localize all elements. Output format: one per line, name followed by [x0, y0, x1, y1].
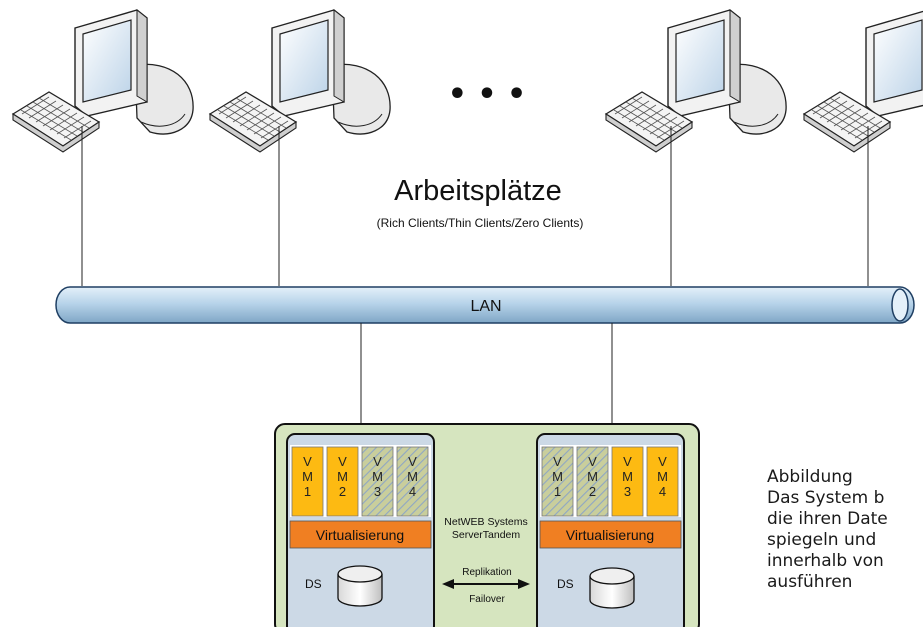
vm-block-right-2: VM2	[576, 446, 609, 517]
vm-text-right-4-2: 4	[659, 484, 666, 499]
vm-text-right-1-0: V	[553, 454, 562, 469]
datastore-label-left: DS	[305, 577, 322, 591]
replication-label: Replikation	[462, 567, 511, 578]
ellipsis: • • •	[448, 77, 526, 112]
database-icon-right	[589, 567, 635, 609]
vm-block-left-4: VM4	[396, 446, 429, 517]
vm-text-right-2-1: M	[587, 469, 598, 484]
caption-line-2: Das System b	[767, 488, 885, 508]
vm-text-left-2-2: 2	[339, 484, 346, 499]
vm-text-right-4-1: M	[657, 469, 668, 484]
vm-block-left-2: VM2	[326, 446, 359, 517]
vm-text-left-3-2: 3	[374, 484, 381, 499]
database-icon-left	[337, 565, 383, 607]
workstation-1	[12, 9, 194, 153]
workstation-3	[605, 9, 787, 153]
caption-line-5: innerhalb von	[767, 551, 884, 571]
virtualization-label-left: Virtualisierung	[316, 527, 404, 543]
replication-arrow	[442, 579, 530, 589]
virtualization-layer-left	[289, 520, 432, 549]
vm-text-right-1-1: M	[552, 469, 563, 484]
cluster-label-line-2: ServerTandem	[452, 529, 521, 541]
vm-text-right-3-1: M	[622, 469, 633, 484]
workstation-4	[803, 9, 923, 153]
vm-text-left-3-1: M	[372, 469, 383, 484]
client-connections	[81, 126, 869, 286]
lan-label: LAN	[470, 298, 501, 315]
caption-line-3: die ihren Date	[767, 509, 888, 529]
datastore-label-right: DS	[557, 577, 574, 591]
vm-text-right-3-0: V	[623, 454, 632, 469]
virtualization-label-right: Virtualisierung	[566, 527, 654, 543]
workstation-2	[209, 9, 391, 153]
vm-text-right-2-0: V	[588, 454, 597, 469]
virtualization-layer-right	[539, 520, 682, 549]
vm-text-left-1-0: V	[303, 454, 312, 469]
diagram-subtitle: (Rich Clients/Thin Clients/Zero Clients)	[377, 216, 584, 230]
vm-block-left-1: VM1	[291, 446, 324, 517]
vm-text-left-2-0: V	[338, 454, 347, 469]
vm-text-left-4-1: M	[407, 469, 418, 484]
vm-text-right-3-2: 3	[624, 484, 631, 499]
vm-text-left-4-2: 4	[409, 484, 416, 499]
figure-caption: Abbildung Das System b die ihren Date sp…	[767, 467, 923, 627]
vm-text-left-1-1: M	[302, 469, 313, 484]
caption-line-4: spiegeln und	[767, 530, 877, 550]
diagram-title: Arbeitsplätze	[394, 175, 562, 207]
cluster-label-line-1: NetWEB Systems	[444, 516, 527, 528]
vm-text-left-1-2: 1	[304, 484, 311, 499]
vm-block-right-1: VM1	[541, 446, 574, 517]
vm-block-right-4: VM4	[646, 446, 679, 517]
server-connections	[360, 323, 613, 434]
vm-text-left-4-0: V	[408, 454, 417, 469]
lan-pipe	[55, 286, 915, 324]
caption-line-1: Abbildung	[767, 467, 853, 487]
vm-text-left-2-1: M	[337, 469, 348, 484]
vm-text-right-2-2: 2	[589, 484, 596, 499]
failover-label: Failover	[469, 594, 505, 605]
vm-text-left-3-0: V	[373, 454, 382, 469]
vm-text-right-1-2: 1	[554, 484, 561, 499]
caption-line-6: ausführen	[767, 572, 853, 592]
vm-block-right-3: VM3	[611, 446, 644, 517]
vm-text-right-4-0: V	[658, 454, 667, 469]
vm-block-left-3: VM3	[361, 446, 394, 517]
